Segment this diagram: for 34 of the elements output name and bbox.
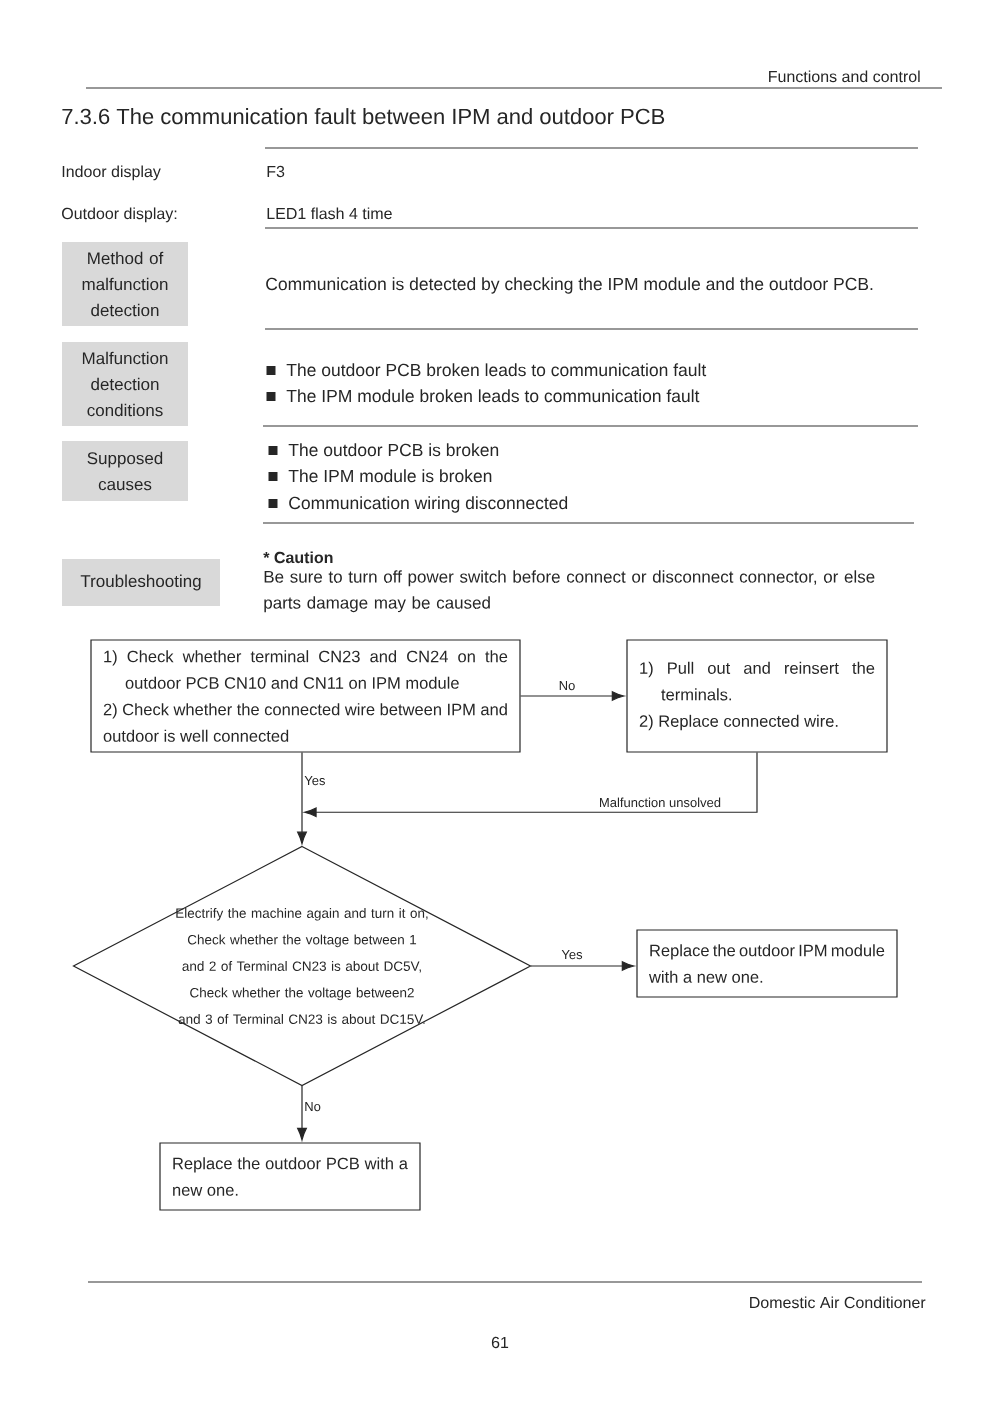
edge-label: No — [559, 681, 575, 691]
field-value: LED1 flash 4 time — [267, 207, 392, 220]
section-title: 7.3.6 The communication fault between IPM and outdoor PCB — [62, 108, 665, 125]
field-value: F3 — [267, 165, 285, 178]
process-box: 1) Pull out and reinsert the terminals. 2) Replace connected wire. — [626, 639, 888, 753]
caution-text: Be sure to turn off power switch before connect or disconnect connector, or else parts damage may be caused — [264, 570, 875, 613]
edge-label: Yes — [304, 776, 325, 786]
header-text: Functions and control — [769, 70, 920, 83]
label-box: Supposed causes — [62, 441, 188, 501]
caution-heading: * Caution — [263, 551, 333, 564]
bullet-text: Communication wiring disconnected — [289, 496, 568, 513]
label-box: Troubleshooting — [62, 559, 220, 606]
edge-label: No — [305, 1102, 321, 1112]
field-label: Indoor display — [62, 165, 161, 181]
arrow — [297, 752, 307, 845]
bullet-text: The outdoor PCB is broken — [288, 443, 499, 457]
label-box: Method of malfunction detection — [62, 242, 188, 326]
description-text: Communication is detected by checking the IPM module and the outdoor PCB. — [266, 277, 873, 294]
process-box: 1) Check whether terminal CN23 and CN24 on the outdoor PCB CN10 and CN11 on IPM module 2) Check whether the connected wire between IPM and outdoor is well connected — [90, 639, 521, 753]
bullet-text: The outdoor PCB broken leads to communication fault — [286, 363, 707, 377]
process-box: Replace the outdoor IPM module with a new one. — [636, 929, 898, 998]
arrow — [530, 961, 635, 971]
edge-label: Yes — [561, 950, 583, 960]
footer-text: Domestic Air Conditioner — [750, 1296, 926, 1309]
bullet-text: The IPM module broken leads to communication fault — [286, 389, 700, 403]
arrow — [297, 1085, 307, 1141]
process-box: Replace the outdoor PCB with a new one. — [159, 1142, 421, 1211]
edge-label: Malfunction unsolved — [600, 797, 721, 808]
field-label: Outdoor display: — [62, 207, 177, 223]
page-number: 61 — [491, 1336, 509, 1349]
arrow — [520, 691, 625, 701]
bullet-text: The IPM module is broken — [288, 469, 492, 483]
label-box: Malfunction detection conditions — [62, 342, 188, 426]
arrow — [303, 752, 758, 818]
